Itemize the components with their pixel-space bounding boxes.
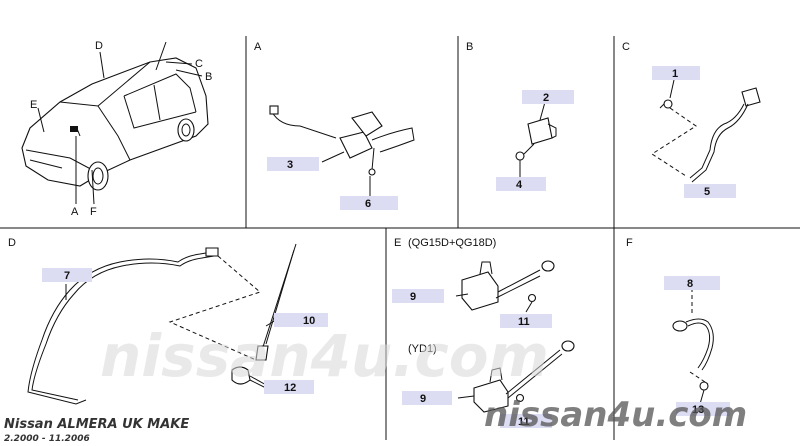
part-tag-4	[496, 177, 546, 191]
part-tag-13	[676, 402, 730, 416]
car-callout-c: C	[195, 58, 203, 70]
footer-model: Nissan ALMERA UK MAKE	[4, 417, 189, 432]
panel-c-letter: C	[622, 41, 630, 53]
panel-e-subtitle-yd1: (YD1)	[408, 343, 437, 355]
panel-a-drawing	[269, 105, 415, 202]
part-number-13[interactable]: 13	[692, 404, 704, 416]
part-tag-5	[684, 184, 736, 198]
panel-e-letter: E	[394, 237, 401, 249]
part-tag-2	[522, 90, 574, 104]
part-tag-1	[652, 66, 700, 80]
part-number-2[interactable]: 2	[543, 92, 549, 104]
part-tag-9-bottom	[402, 391, 452, 405]
part-tag-7	[42, 268, 92, 282]
part-tag-12	[264, 380, 314, 394]
part-number-6[interactable]: 6	[365, 198, 371, 210]
car-callout-b: B	[205, 71, 212, 83]
car-callout-f: F	[90, 206, 97, 218]
car-callout-d: D	[95, 40, 103, 52]
panel-e-drawing	[455, 260, 575, 413]
watermark-large: nissan4u.com	[100, 322, 549, 390]
footer-period: 2.2000 - 11.2006	[4, 434, 90, 444]
panel-b-drawing	[515, 101, 557, 180]
part-tag-9-top	[392, 289, 444, 303]
car-illustration	[21, 41, 209, 205]
panel-b-letter: B	[466, 41, 473, 53]
part-number-1[interactable]: 1	[672, 68, 678, 80]
part-number-9-bottom[interactable]: 9	[420, 393, 426, 405]
part-tag-8	[664, 276, 720, 290]
panel-e-subtitle: (QG15D+QG18D)	[408, 237, 496, 249]
panel-f-letter: F	[626, 237, 633, 249]
part-number-12[interactable]: 12	[284, 382, 296, 394]
part-tag-3	[267, 157, 319, 171]
part-tag-10	[274, 313, 328, 327]
part-number-3[interactable]: 3	[287, 159, 293, 171]
part-number-11-top[interactable]: 11	[518, 316, 530, 328]
panel-grid	[0, 36, 800, 440]
part-number-10[interactable]: 10	[303, 315, 315, 327]
part-number-8[interactable]: 8	[687, 278, 693, 290]
part-tag-11-bottom	[500, 414, 552, 428]
part-tag-6	[340, 196, 398, 210]
watermark-small: nissan4u.com	[484, 395, 747, 435]
part-number-11-bottom[interactable]: 11	[518, 416, 530, 428]
part-number-9-top[interactable]: 9	[410, 291, 416, 303]
part-tag-11-top	[500, 314, 552, 328]
part-number-7[interactable]: 7	[64, 270, 70, 282]
part-number-4[interactable]: 4	[516, 179, 523, 191]
car-callout-e: E	[30, 99, 37, 111]
part-number-5[interactable]: 5	[704, 186, 710, 198]
panel-d-drawing	[27, 243, 297, 405]
panel-d-letter: D	[8, 237, 16, 249]
panel-a-letter: A	[254, 41, 262, 53]
panel-f-drawing	[672, 288, 714, 405]
car-callout-a: A	[71, 206, 79, 218]
panel-c-drawing	[651, 79, 761, 183]
